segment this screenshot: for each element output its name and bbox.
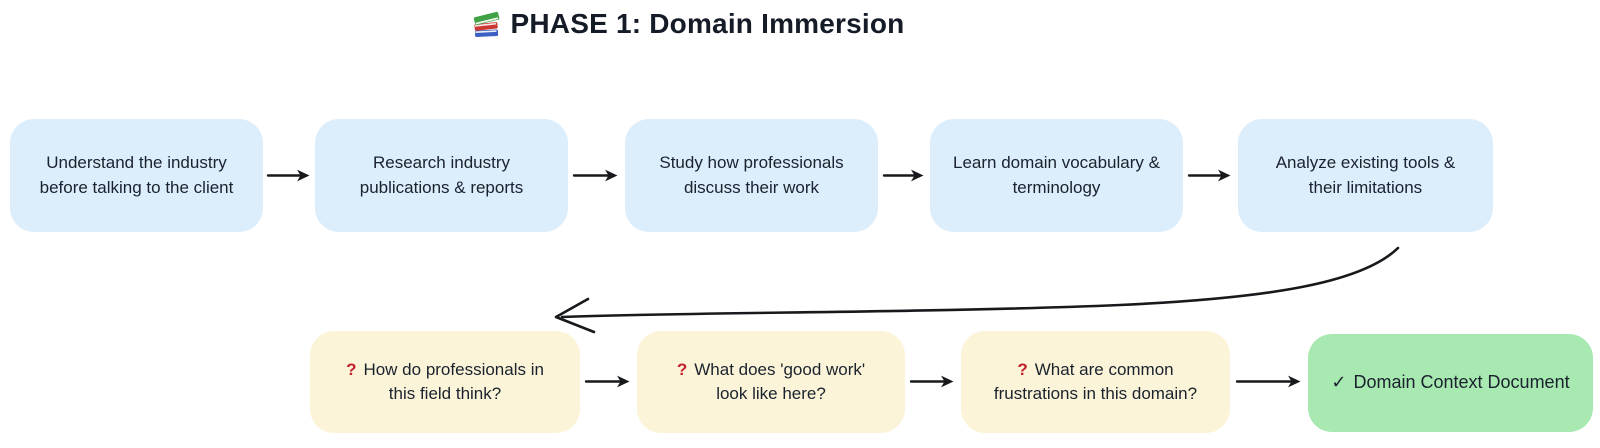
deliverable-label: ✓Domain Context Document: [1331, 372, 1570, 393]
question-label: ?What are common frustrations in this do…: [993, 359, 1198, 403]
arrow-right-icon: [572, 169, 618, 182]
arrow-right-icon: [882, 169, 924, 182]
step-box-research-publications: Research industry publications & reports: [315, 119, 568, 232]
question-box-common-frustrations: ?What are common frustrations in this do…: [961, 331, 1230, 433]
step-label: Research industry publications & reports: [359, 153, 524, 197]
step-label: Learn domain vocabulary & terminology: [953, 153, 1160, 197]
arrow-right-icon: [909, 375, 954, 388]
question-mark: ?: [1017, 359, 1028, 379]
arrow-right-icon: [584, 375, 630, 388]
deliverable-box-domain-context-document: ✓Domain Context Document: [1308, 334, 1593, 432]
question-box-how-professionals-think: ?How do professionals in this field thin…: [310, 331, 580, 433]
check-mark: ✓: [1331, 372, 1347, 393]
arrow-right-icon: [266, 169, 310, 182]
page-title: PHASE 1: Domain Immersion: [472, 8, 905, 40]
step-box-analyze-tools: Analyze existing tools & their limitatio…: [1238, 119, 1493, 232]
step-box-learn-vocabulary: Learn domain vocabulary & terminology: [930, 119, 1183, 232]
arrow-right-icon: [1187, 169, 1231, 182]
step-box-study-professionals: Study how professionals discuss their wo…: [625, 119, 878, 232]
books-icon: [473, 11, 500, 38]
arrow-right-icon: [1235, 375, 1301, 388]
question-label: ?How do professionals in this field thin…: [346, 359, 544, 403]
question-mark: ?: [346, 359, 357, 379]
question-label: ?What does 'good work' look like here?: [676, 359, 866, 403]
step-label: Study how professionals discuss their wo…: [659, 153, 844, 197]
step-label: Understand the industry before talking t…: [39, 153, 234, 197]
question-mark: ?: [676, 359, 688, 379]
question-box-good-work: ?What does 'good work' look like here?: [637, 331, 905, 433]
step-label: Analyze existing tools & their limitatio…: [1275, 153, 1456, 197]
step-box-understand-industry: Understand the industry before talking t…: [10, 119, 263, 232]
page-title-text: PHASE 1: Domain Immersion: [510, 8, 905, 39]
